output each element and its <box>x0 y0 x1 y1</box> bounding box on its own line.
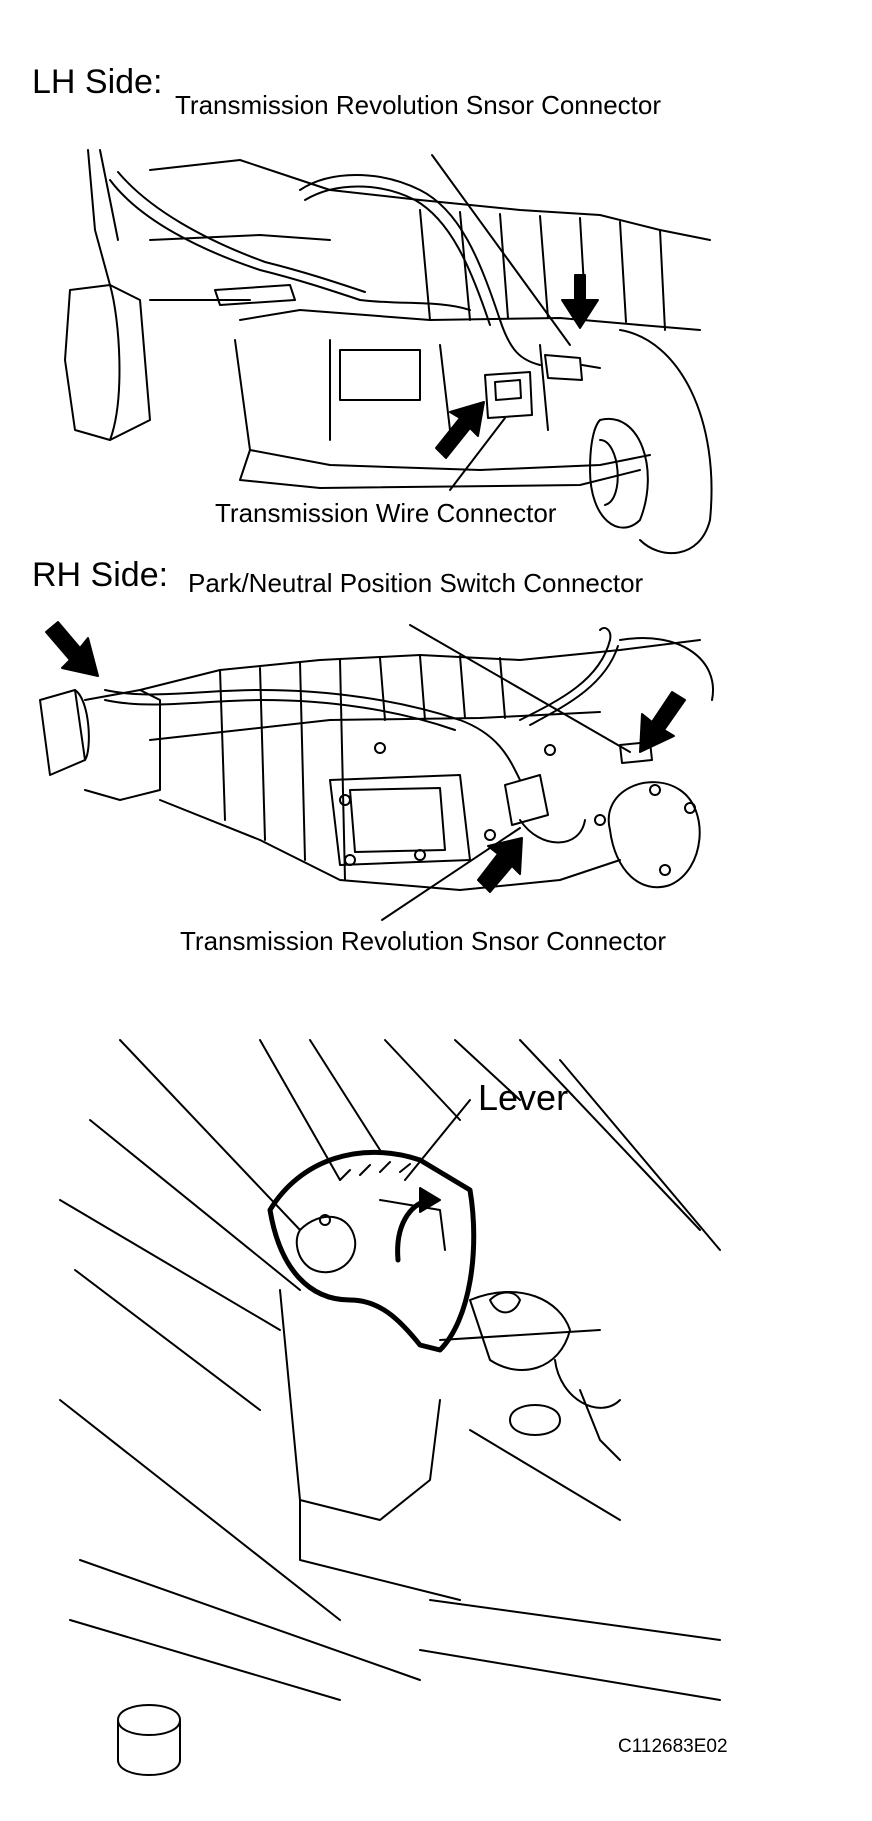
lh-wire-connector-callout: Transmission Wire Connector <box>215 498 557 528</box>
figure-code: C112683E02 <box>618 1736 728 1757</box>
rh-side-label: RH Side: <box>32 556 169 594</box>
rh-right-arrow-icon <box>639 691 686 753</box>
lh-sensor-arrow-icon <box>561 274 599 329</box>
rh-left-arrow-icon <box>45 621 99 677</box>
rh-transmission-drawing <box>39 624 715 921</box>
lh-wire-arrow-icon <box>435 401 485 459</box>
lh-side-label: LH Side: <box>32 63 163 101</box>
lever-detail-drawing <box>59 1039 721 1776</box>
rh-park-neutral-callout: Park/Neutral Position Switch Connector <box>188 568 644 598</box>
rh-bottom-arrow-icon <box>477 837 523 893</box>
rh-revolution-sensor-callout: Transmission Revolution Snsor Connector <box>180 926 667 956</box>
lh-transmission-drawing <box>64 149 713 554</box>
lever-callout: Lever <box>478 1077 569 1118</box>
lh-revolution-sensor-callout: Transmission Revolution Snsor Connector <box>175 90 662 120</box>
